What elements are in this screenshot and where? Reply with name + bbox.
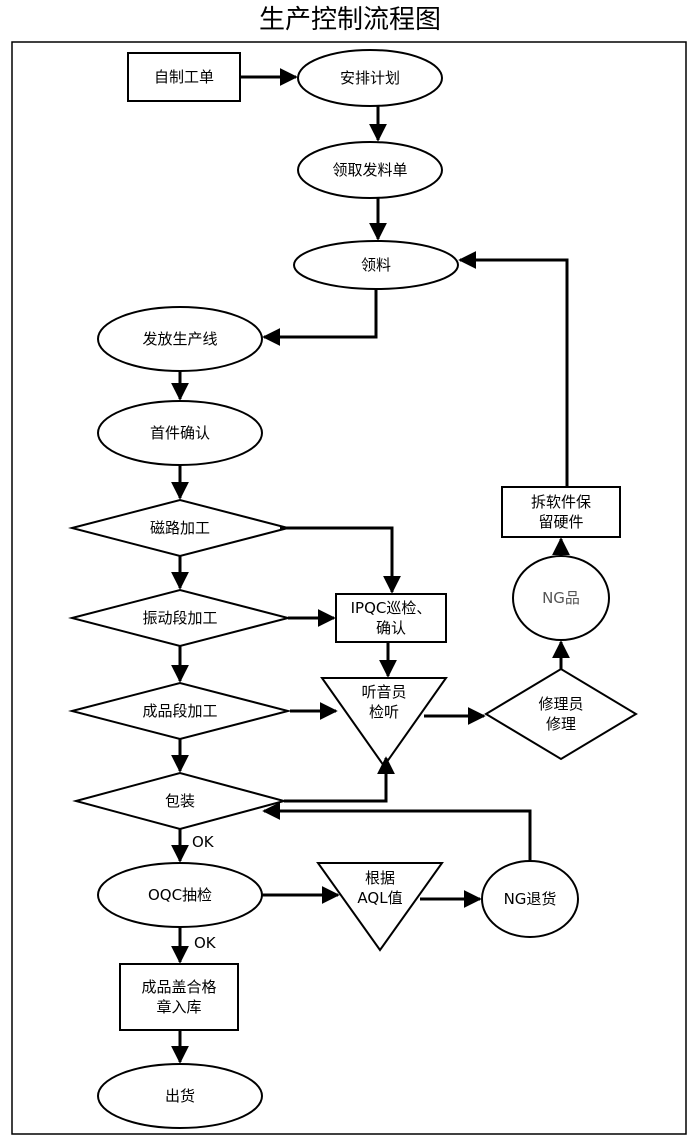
aql-value-label: 根据 AQL值 [357, 869, 403, 907]
finished-processing-label: 成品段加工 [142, 702, 218, 720]
release-line-label: 发放生产线 [142, 330, 218, 348]
ok-label-oqc: OK [194, 934, 216, 952]
stamp-warehouse-label: 成品盖合格 章入库 [141, 978, 217, 1016]
edge-disassemble-material [458, 251, 569, 487]
first-article-confirm-label: 首件确认 [149, 424, 210, 442]
repairer-repair-label: 修理员 修理 [538, 695, 584, 733]
ng-product-label: NG品 [542, 589, 580, 607]
oqc-sampling-label: OQC抽检 [147, 886, 213, 904]
shipment-ellipse [97, 1063, 263, 1129]
arrange-plan-label: 安排计划 [339, 69, 400, 87]
receive-material-label: 领料 [360, 256, 391, 274]
self-work-order-label: 自制工单 [153, 68, 214, 86]
finished-processing-diamond [68, 681, 292, 741]
disassemble-box [501, 486, 621, 538]
edge-material-release [262, 289, 378, 346]
listener-check-triangle [320, 677, 448, 768]
stamp-warehouse-box [119, 963, 239, 1031]
edge-packing-listener [284, 756, 395, 803]
ng-return-label: NG退货 [503, 890, 557, 908]
vibration-processing-label: 振动段加工 [142, 609, 218, 627]
edge-magnetic-ipqc [280, 526, 401, 594]
self-work-order-box [127, 52, 241, 102]
aql-value-triangle [316, 862, 444, 952]
page-title: 生产控制流程图 [258, 5, 441, 35]
receive-issue-slip-ellipse [297, 141, 443, 199]
shipment-label: 出货 [164, 1087, 195, 1105]
ok-label-packing: OK [192, 833, 214, 851]
ipqc-patrol-box [335, 593, 447, 643]
disassemble-label: 拆软件保 留硬件 [530, 493, 591, 531]
receive-issue-slip-label: 领取发料单 [332, 161, 408, 179]
packing-label: 包装 [164, 792, 195, 810]
ipqc-patrol-label: IPQC巡检、 确认 [350, 599, 432, 637]
repairer-repair-diamond [484, 667, 638, 761]
outer-frame [11, 41, 687, 1135]
magnetic-processing-label: 磁路加工 [149, 519, 210, 537]
arrange-plan-ellipse [297, 49, 443, 107]
listener-check-label: 听音员 检听 [361, 683, 407, 721]
edge-ngreturn-packing [262, 802, 532, 861]
